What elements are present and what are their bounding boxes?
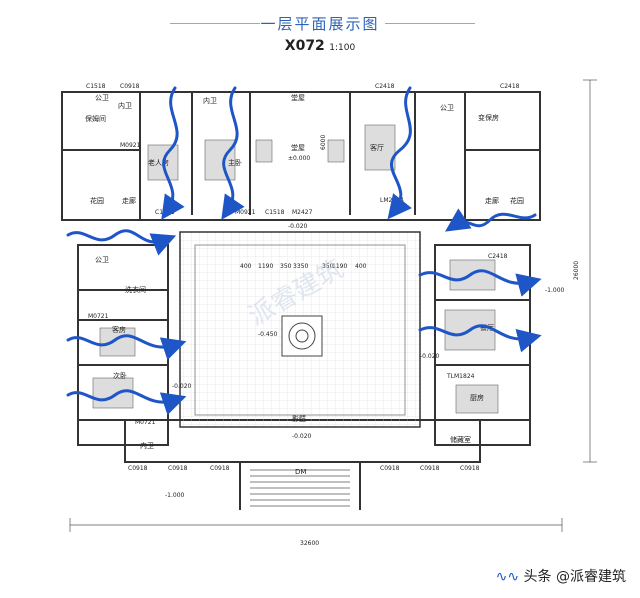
room-neiwei-1: 内卫	[118, 101, 132, 110]
room-huajing-1: 花园	[90, 196, 104, 205]
room-gongwei-1: 公卫	[95, 94, 109, 102]
level-right: -0.020	[420, 353, 440, 360]
door-tlm1824: TLM1824	[446, 373, 475, 380]
header: 一层平面展示图 X072 1:100	[0, 0, 640, 60]
level-right-out: -1.000	[545, 287, 565, 294]
window-c2418-b: C2418	[500, 83, 520, 90]
header-rule-right	[385, 23, 475, 24]
room-kefang: 客房	[112, 325, 126, 334]
room-dm: DM	[295, 468, 306, 476]
header-rule-left	[170, 23, 260, 24]
entrance-stair	[250, 469, 350, 507]
door-m2427: M2427	[292, 209, 313, 216]
airflow-arrows	[66, 86, 542, 416]
door-m0921-b: M0921	[235, 209, 256, 216]
room-tangwu-main: 堂屋	[291, 143, 305, 152]
window-c0918-b: C0918	[168, 465, 188, 472]
dim-350-a: 350	[280, 263, 292, 270]
window-c0918-e: C0918	[420, 465, 440, 472]
window-c2418-a: C2418	[375, 83, 395, 90]
dim-400-b: 400	[355, 263, 367, 270]
dim-3350: 3350	[293, 263, 308, 270]
room-baomu: 保姆间	[85, 114, 106, 123]
room-zoulang-2: 走廊	[485, 196, 499, 205]
room-zoulang-1: 走廊	[122, 196, 136, 205]
watermark-text: 头条 @派睿建筑	[523, 569, 626, 585]
window-c1518-c: C1518	[265, 209, 285, 216]
dimension-lines	[69, 79, 597, 532]
room-yingbi: 影壁	[292, 414, 306, 423]
room-biandang: 变保房	[478, 113, 499, 122]
dim-total-height: 26000	[573, 261, 580, 280]
room-gongwei-2: 公卫	[440, 104, 454, 112]
dim-1190-a: 1190	[258, 263, 273, 270]
room-ciwo: 次卧	[113, 371, 127, 380]
level-top: -0.020	[288, 223, 308, 230]
window-c0918-a: C0918	[120, 83, 140, 90]
level-tangwu: ±0.000	[288, 155, 310, 162]
window-c2418-c: C2418	[488, 253, 508, 260]
dim-400-a: 400	[240, 263, 252, 270]
window-c1518-a: C1518	[86, 83, 106, 90]
dim-1190-b: 1190	[332, 263, 347, 270]
window-c1518-b: C1518	[155, 209, 175, 216]
drawing-number: X072	[284, 38, 325, 54]
room-zhuwo: 主卧	[228, 158, 242, 167]
courtyard-emblem	[281, 315, 323, 357]
door-m0721-a: M0721	[88, 313, 109, 320]
drawing-code: X072 1:100	[0, 38, 640, 54]
level-outside: -1.000	[165, 492, 185, 499]
courtyard-inner	[194, 244, 406, 416]
room-neiwei-3: 内卫	[140, 441, 154, 450]
page-title: 一层平面展示图	[260, 15, 380, 33]
drawing-scale: 1:100	[329, 43, 356, 53]
room-neiwei-2: 内卫	[203, 96, 217, 105]
level-left: -0.020	[172, 383, 192, 390]
window-c0918-c: C0918	[210, 465, 230, 472]
window-c0918-f: C0918	[128, 465, 148, 472]
room-chucang: 储藏室	[450, 435, 471, 444]
window-c0918-g: C0918	[460, 465, 480, 472]
room-xiyi: 洗衣间	[125, 285, 146, 294]
door-m0721-b: M0721	[135, 419, 156, 426]
door-m0921-a: M0921	[120, 142, 141, 149]
room-gongwei-3: 公卫	[95, 256, 109, 264]
room-laoren: 老人房	[148, 158, 169, 167]
room-huajing-2: 花园	[510, 196, 524, 205]
room-chufang: 厨房	[470, 393, 484, 402]
dim-350-b: 350	[322, 263, 334, 270]
room-tangwu: 堂屋	[291, 93, 305, 102]
room-ketang: 客厅	[370, 143, 384, 152]
dim-total-width: 32600	[300, 540, 319, 547]
level-bottom: -0.020	[292, 433, 312, 440]
level-court: -0.450	[258, 331, 278, 338]
window-c0918-d: C0918	[380, 465, 400, 472]
footer-watermark: ∿∿ 头条 @派睿建筑	[496, 566, 626, 586]
wave-icon: ∿∿	[495, 569, 520, 585]
dim-6000: 6000	[320, 135, 327, 150]
